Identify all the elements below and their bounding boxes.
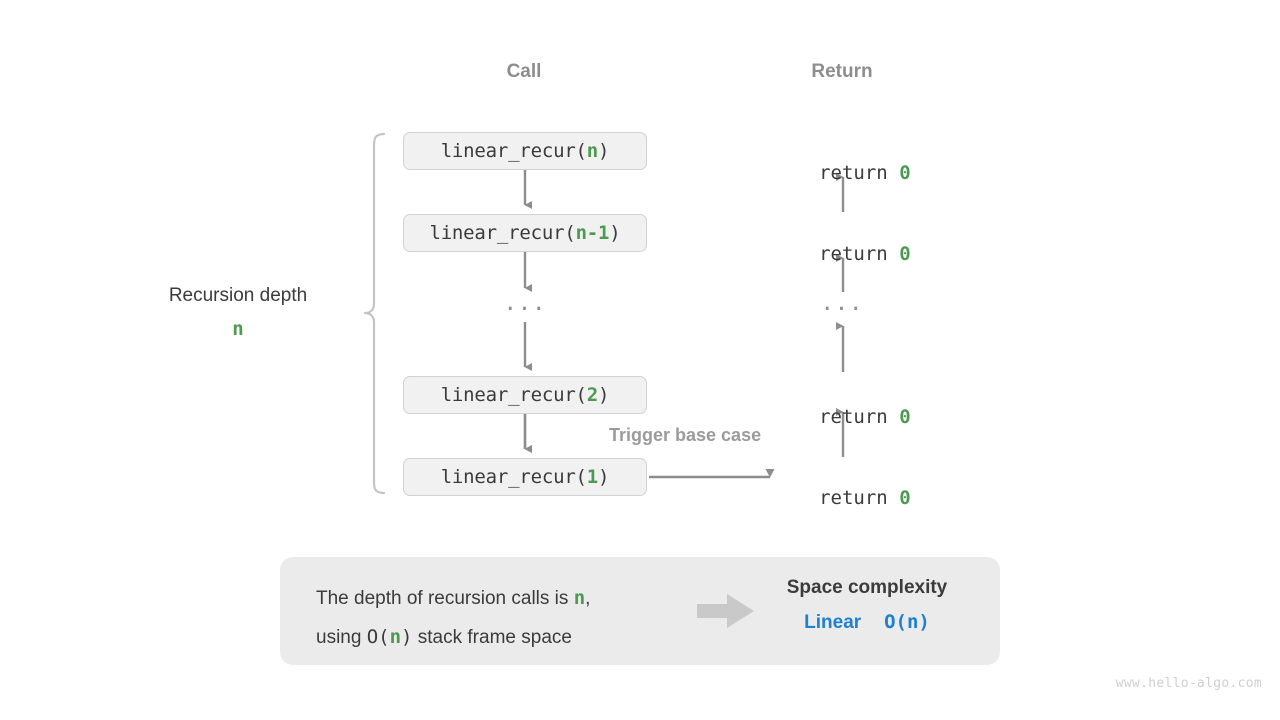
return-statement: return 0 [762,465,922,531]
return-keyword: return [819,162,900,184]
call-frame-arg: n [586,140,599,162]
summary-line2-bigo-open: O( [366,626,390,648]
return-value: 0 [899,243,911,265]
summary-line2-n: n [389,626,402,648]
summary-line2-tail: stack frame space [412,627,572,648]
trigger-base-case-label: Trigger base case [609,425,762,445]
return-keyword: return [819,487,900,509]
call-frame-suffix: ) [598,466,610,488]
column-header-call: Call [506,61,542,82]
call-frame-arg: 2 [586,384,599,406]
call-frame-prefix: linear_recur( [440,466,587,488]
call-frame-arg: 1 [586,466,599,488]
return-statement: return 0 [762,384,922,450]
return-value: 0 [899,162,911,184]
space-complexity-value: Linear O(n) [762,611,972,634]
space-complexity-title: Space complexity [786,577,948,598]
call-frame-box[interactable]: linear_recur(1) [403,458,647,496]
summary-line-1: The depth of recursion calls is n, [316,579,706,618]
watermark: www.hello-algo.com [1115,676,1262,691]
summary-panel: The depth of recursion calls is n, using… [280,557,1000,665]
call-frame-box[interactable]: linear_recur(n-1) [403,214,647,252]
return-ellipsis: ··· [820,297,864,322]
call-frame-arg: n-1 [575,222,610,244]
summary-line1-n: n [573,587,586,609]
call-frame-prefix: linear_recur( [440,384,587,406]
recursion-depth-text: Recursion depth [168,285,308,306]
column-header-return: Return [811,61,873,82]
summary-description: The depth of recursion calls is n, using… [316,579,706,657]
summary-line1-comma: , [585,588,591,609]
summary-line-2: using O(n) stack frame space [316,618,706,657]
call-frame-suffix: ) [598,384,610,406]
call-frame-box[interactable]: linear_recur(2) [403,376,647,414]
return-keyword: return [819,243,900,265]
recursion-depth-label: Recursion depth n [130,285,346,340]
call-ellipsis: ··· [503,297,547,322]
call-frame-box[interactable]: linear_recur(n) [403,132,647,170]
call-frame-prefix: linear_recur( [440,140,587,162]
recursion-depth-brace [363,132,386,495]
call-frame-suffix: ) [598,140,610,162]
recursion-depth-value: n [232,318,244,340]
implies-arrow-icon [697,594,754,628]
return-keyword: return [819,406,900,428]
summary-result: Space complexity Linear O(n) [762,577,972,634]
summary-line1-text: The depth of recursion calls is [316,588,574,609]
call-frame-suffix: ) [609,222,621,244]
complexity-notation-spacer [861,611,884,633]
return-statement: return 0 [762,221,922,287]
summary-line2-text: using [316,627,367,648]
complexity-kind: Linear [804,612,862,633]
return-value: 0 [899,487,911,509]
complexity-notation: O(n) [884,611,930,633]
return-statement: return 0 [762,140,922,206]
call-frame-prefix: linear_recur( [429,222,576,244]
summary-line2-bigo-close: ) [401,626,413,648]
return-value: 0 [899,406,911,428]
